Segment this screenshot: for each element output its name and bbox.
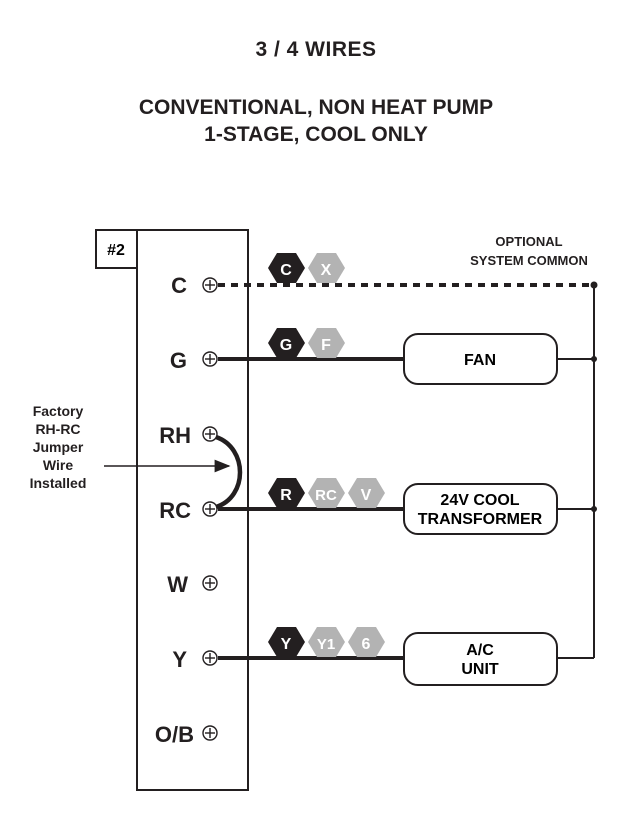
fan-label: FAN	[464, 352, 496, 369]
wire-tag-y-alt-2: 6	[362, 636, 371, 653]
ac-unit-label-line-1: A/C	[466, 642, 494, 659]
wire-tag-c-primary: C	[280, 262, 292, 279]
wire-tags-g: G F	[268, 328, 345, 358]
rh-rc-jumper-wire	[215, 434, 243, 510]
wire-tag-hexagon-f	[308, 328, 345, 358]
panel-id-label: #2	[107, 242, 125, 259]
screw-c-icon	[202, 277, 218, 293]
wire-tag-c-alt: X	[321, 262, 332, 279]
wire-tag-r-alt-1: RC	[315, 487, 337, 504]
wire-tag-hexagon-v	[348, 478, 385, 508]
junction-transformer	[591, 506, 597, 512]
wire-tag-hexagon-x	[308, 253, 345, 283]
ac-unit-label-line-2: UNIT	[461, 661, 499, 678]
diagram-title: 3 / 4 WIRES	[255, 38, 377, 61]
screw-g-icon	[202, 351, 218, 367]
jumper-note-line-4: Wire	[43, 457, 73, 473]
ac-unit-box	[403, 632, 558, 686]
wire-tag-hexagon-r	[268, 478, 305, 508]
wire-tag-hexagon-c	[268, 253, 305, 283]
transformer-label-line-2: TRANSFORMER	[418, 511, 543, 528]
wire-tags-r: R RC V	[268, 478, 385, 508]
optional-common-note: OPTIONAL SYSTEM COMMON	[470, 234, 588, 268]
terminal-label-w: W	[167, 572, 188, 597]
screw-rh-icon	[202, 426, 218, 442]
wire-tag-hexagon-y	[268, 627, 305, 657]
wire-tags-c: C X	[268, 253, 345, 283]
subtitle-line-1: CONVENTIONAL, NON HEAT PUMP	[138, 96, 494, 119]
wire-tag-y-primary: Y	[281, 636, 292, 653]
wire-tags-y: Y Y1 6	[268, 627, 385, 657]
jumper-note-line-5: Installed	[30, 475, 87, 491]
wire-tag-r-primary: R	[280, 487, 292, 504]
fan-box	[403, 333, 558, 385]
panel-id-box	[95, 229, 138, 269]
terminal-label-ob: O/B	[155, 722, 194, 747]
terminal-label-c: C	[171, 273, 187, 298]
transformer-box	[403, 483, 558, 535]
wire-tag-hexagon-g	[268, 328, 305, 358]
jumper-note-line-1: Factory	[33, 403, 84, 419]
wire-tag-g-alt: F	[321, 337, 331, 354]
junction-fan	[591, 356, 597, 362]
terminal-label-y: Y	[172, 647, 187, 672]
subtitle-line-2: 1-STAGE, COOL ONLY	[204, 123, 428, 146]
terminal-label-rh: RH	[159, 423, 191, 448]
terminal-label-g: G	[170, 348, 187, 373]
wire-tag-hexagon-6	[348, 627, 385, 657]
wire-tag-y-alt-1: Y1	[317, 636, 335, 653]
jumper-note-line-3: Jumper	[33, 439, 84, 455]
wire-tag-hexagon-rc	[308, 478, 345, 508]
jumper-note-line-2: RH-RC	[35, 421, 80, 437]
screw-w-icon	[202, 575, 218, 591]
screw-ob-icon	[202, 725, 218, 741]
jumper-note: Factory RH-RC Jumper Wire Installed	[30, 403, 87, 491]
wire-tag-r-alt-2: V	[361, 487, 372, 504]
screw-rc-icon	[202, 501, 218, 517]
wire-tag-hexagon-y1	[308, 627, 345, 657]
screw-y-icon	[202, 650, 218, 666]
wire-tag-g-primary: G	[280, 337, 292, 354]
diagram-subtitle: CONVENTIONAL, NON HEAT PUMP 1-STAGE, COO…	[0, 94, 632, 148]
transformer-label-line-1: 24V COOL	[440, 492, 519, 509]
terminal-label-rc: RC	[159, 498, 191, 523]
optional-note-line-1: OPTIONAL	[495, 234, 562, 249]
optional-note-line-2: SYSTEM COMMON	[470, 253, 588, 268]
